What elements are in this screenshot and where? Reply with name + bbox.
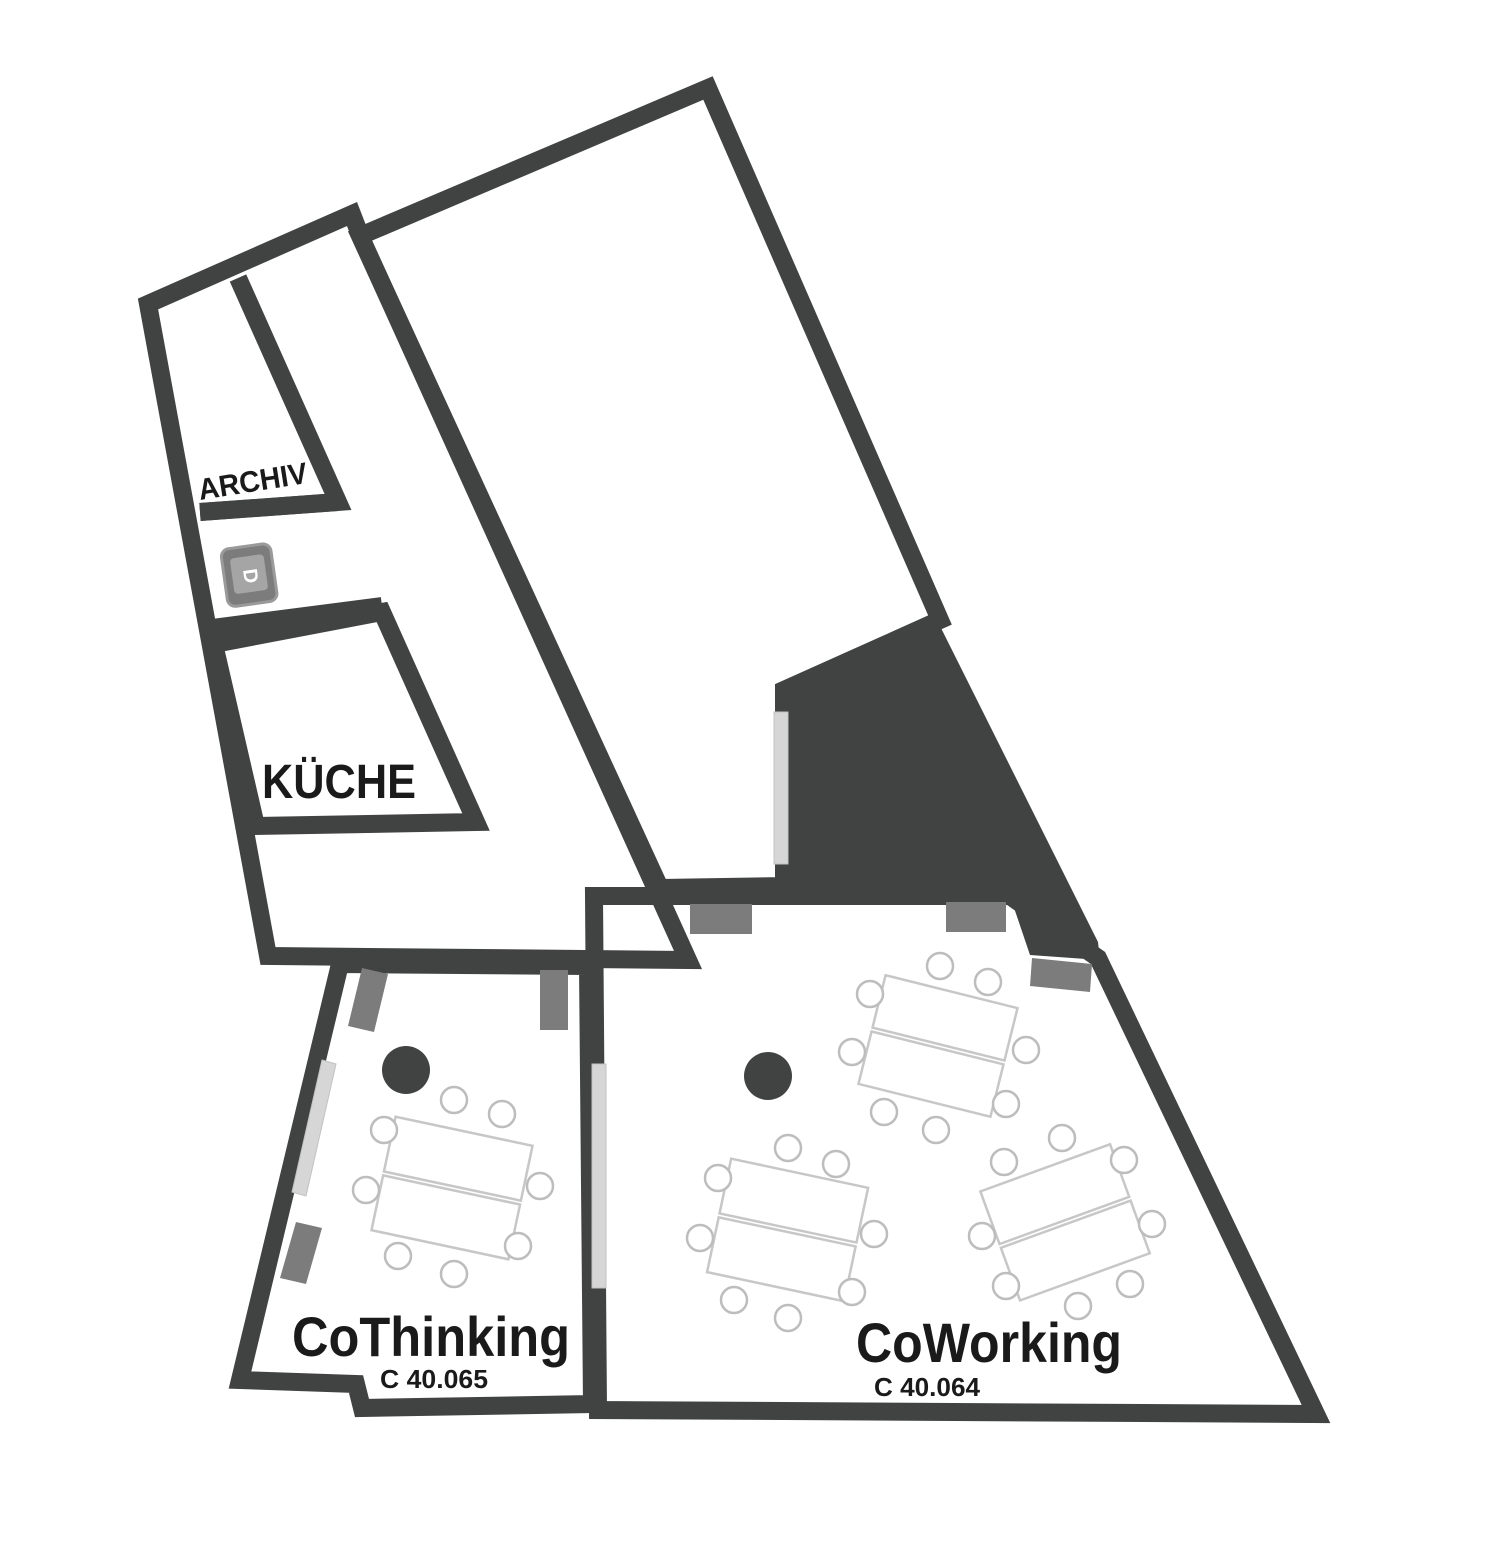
chair xyxy=(973,967,1003,997)
chair xyxy=(925,951,955,981)
wall-archiv-bottom xyxy=(199,493,339,521)
chair xyxy=(859,1219,889,1249)
door-block-cothinking-1 xyxy=(540,970,568,1030)
chair xyxy=(773,1303,803,1333)
chair xyxy=(921,1115,951,1145)
chair xyxy=(837,1277,867,1307)
wall-left-block xyxy=(137,201,703,970)
chair xyxy=(1011,1035,1041,1065)
wall-kueche xyxy=(203,601,490,836)
pillar-coworking xyxy=(744,1052,792,1100)
chair xyxy=(991,1089,1021,1119)
pillar-cothinking xyxy=(382,1046,430,1094)
chair xyxy=(525,1171,555,1201)
lift-icon: D xyxy=(219,542,279,608)
window-upper-room xyxy=(773,711,789,865)
chair xyxy=(837,1037,867,1067)
chair xyxy=(487,1099,517,1129)
room-label-coworking: CoWorking xyxy=(856,1311,1122,1374)
door-block-coworking-2 xyxy=(946,902,1006,932)
room-number-coworking: C 40.064 xyxy=(874,1372,981,1402)
shaft-area xyxy=(784,622,1100,960)
table xyxy=(382,1115,535,1203)
door-block-coworking-1 xyxy=(690,904,752,934)
chair xyxy=(685,1223,715,1253)
chair xyxy=(1109,1145,1139,1175)
chair xyxy=(855,979,885,1009)
chair xyxy=(369,1115,399,1145)
chair xyxy=(773,1133,803,1163)
table-group-cothinking xyxy=(369,1115,535,1261)
chair xyxy=(351,1175,381,1205)
chair xyxy=(703,1163,733,1193)
table xyxy=(705,1215,858,1303)
chair xyxy=(1115,1269,1145,1299)
door-block-coworking-3 xyxy=(1030,958,1092,992)
chair xyxy=(821,1149,851,1179)
chair xyxy=(967,1221,997,1251)
room-label-cothinking: CoThinking xyxy=(292,1305,570,1368)
chair xyxy=(1137,1209,1167,1239)
chair xyxy=(869,1097,899,1127)
chair xyxy=(503,1231,533,1261)
room-number-cothinking: C 40.065 xyxy=(380,1364,488,1394)
lift-icon-letter: D xyxy=(238,567,262,584)
door-block-cothinking-3 xyxy=(280,1222,322,1284)
chair xyxy=(1063,1291,1093,1321)
lift-icon-inner xyxy=(230,554,268,594)
room-label-kueche: KÜCHE xyxy=(262,756,416,809)
chair xyxy=(719,1285,749,1315)
chair xyxy=(383,1241,413,1271)
table xyxy=(369,1173,522,1261)
chair xyxy=(439,1085,469,1115)
window-cothinking-left xyxy=(291,1059,337,1197)
chair xyxy=(439,1259,469,1289)
door-block-cothinking-2 xyxy=(348,968,388,1032)
chair xyxy=(991,1271,1021,1301)
wall-coworking xyxy=(584,887,1331,1424)
chair xyxy=(989,1147,1019,1177)
table-group-coworking-top xyxy=(856,973,1020,1119)
window-coworking-left xyxy=(591,1063,607,1289)
chair xyxy=(1047,1123,1077,1153)
